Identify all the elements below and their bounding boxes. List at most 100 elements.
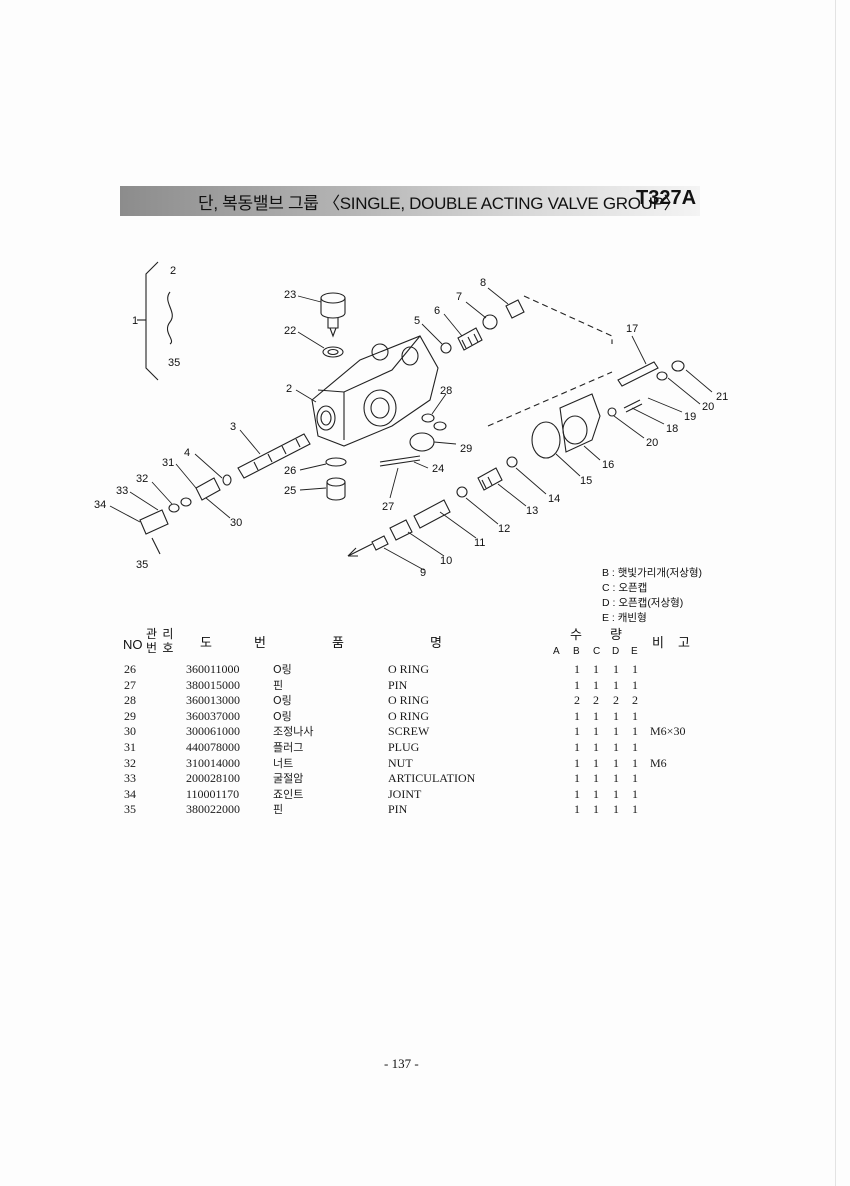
row-qty-d: 1	[613, 662, 619, 676]
row-part-number: 300061000	[186, 724, 240, 739]
row-korean-name: O링	[273, 694, 292, 708]
legend-item: D : 오픈캡(저상형)	[602, 597, 684, 609]
row-qty-b: 1	[574, 708, 580, 723]
row-no: 26	[124, 662, 136, 676]
row-qty-b: 1	[574, 802, 580, 817]
callout-24: 24	[432, 463, 445, 475]
row-no: 35	[124, 802, 136, 817]
diagram-drawing	[109, 261, 713, 571]
callout-8: 8	[480, 277, 487, 289]
row-part-number: 310014000	[186, 755, 240, 770]
row-qty-d: 1	[613, 786, 619, 801]
row-korean-name: 조정나사	[273, 725, 314, 739]
table-row: 31 440078000 플러그 PLUG 1 1 1 1	[0, 740, 850, 756]
row-no: 28	[124, 693, 136, 708]
callout-7: 7	[456, 291, 463, 303]
callout-35b: 35	[136, 559, 149, 571]
row-qty-c: 1	[593, 802, 599, 817]
row-qty-b: 1	[574, 724, 580, 739]
row-qty-c: 1	[593, 786, 599, 801]
callout-3: 3	[230, 421, 237, 433]
callout-34: 34	[94, 499, 107, 511]
callout-1: 1	[132, 315, 139, 327]
row-qty-c: 1	[593, 724, 599, 739]
row-qty-e: 1	[632, 786, 638, 801]
model-legend: B : 햇빛가리개(저상형) C : 오픈캡 D : 오픈캡(저상형) E : …	[602, 566, 702, 626]
row-qty-e: 2	[632, 693, 638, 708]
row-remark: M6×30	[650, 724, 686, 739]
legend-item: E : 캐빈형	[602, 612, 647, 624]
row-part-number: 360037000	[186, 708, 240, 723]
callout-20b: 20	[646, 437, 659, 449]
table-row: 32 310014000 너트 NUT 1 1 1 1 M6	[0, 756, 850, 772]
legend-item: C : 오픈캡	[602, 582, 648, 594]
header-drawing-1: 도	[200, 635, 212, 650]
header-qty-e: E	[631, 646, 638, 657]
callout-31: 31	[162, 457, 175, 469]
row-english-name: PLUG	[388, 739, 420, 754]
row-korean-name: 플러그	[273, 740, 304, 754]
row-no: 30	[124, 724, 136, 739]
callout-28: 28	[440, 385, 453, 397]
callout-26: 26	[284, 465, 297, 477]
row-qty-b: 1	[574, 786, 580, 801]
row-qty-b: 1	[574, 771, 580, 786]
table-row: 28 360013000 O링 O RING 2 2 2 2	[0, 693, 850, 709]
row-part-number: 440078000	[186, 739, 240, 754]
row-part-number: 360011000	[186, 662, 240, 676]
row-qty-d: 1	[613, 739, 619, 754]
callout-5: 5	[414, 315, 421, 327]
row-remark: M6	[650, 755, 667, 770]
row-qty-d: 1	[613, 677, 619, 692]
table-row: 27 380015000 핀 PIN 1 1 1 1	[0, 678, 850, 694]
row-english-name: O RING	[388, 708, 429, 723]
callout-9: 9	[420, 567, 427, 579]
callout-2a: 2	[170, 265, 177, 277]
callout-16: 16	[602, 459, 615, 471]
table-row: 33 200028100 굴절암 ARTICULATION 1 1 1 1	[0, 771, 850, 787]
scan-edge	[835, 0, 836, 1186]
row-qty-c: 2	[593, 693, 599, 708]
section-header-bar	[120, 186, 700, 216]
row-qty-e: 1	[632, 755, 638, 770]
header-qty-d: D	[612, 646, 620, 657]
row-no: 33	[124, 771, 136, 786]
header-name-2: 명	[430, 635, 442, 650]
bracket-line	[145, 261, 159, 381]
callout-23: 23	[284, 289, 297, 301]
row-qty-d: 1	[613, 802, 619, 817]
row-part-number: 380022000	[186, 802, 240, 817]
callout-27: 27	[382, 501, 395, 513]
row-qty-b: 1	[574, 755, 580, 770]
callout-25: 25	[284, 485, 297, 497]
row-qty-b: 2	[574, 693, 580, 708]
table-row: 34 110001170 죠인트 JOINT 1 1 1 1	[0, 787, 850, 803]
row-qty-e: 1	[632, 708, 638, 723]
row-qty-c: 1	[593, 755, 599, 770]
callout-17: 17	[626, 323, 639, 335]
row-english-name: O RING	[388, 662, 429, 676]
callout-19: 19	[684, 411, 697, 423]
callout-32: 32	[136, 473, 149, 485]
row-korean-name: O링	[273, 663, 292, 676]
row-korean-name: 굴절암	[273, 772, 304, 786]
row-qty-e: 1	[632, 802, 638, 817]
callout-15: 15	[580, 475, 593, 487]
callout-18: 18	[666, 423, 679, 435]
row-english-name: PIN	[388, 677, 408, 692]
table-row: 30 300061000 조정나사 SCREW 1 1 1 1 M6×30	[0, 724, 850, 740]
row-part-number: 200028100	[186, 771, 240, 786]
row-qty-d: 1	[613, 724, 619, 739]
row-qty-e: 1	[632, 724, 638, 739]
row-english-name: SCREW	[388, 724, 430, 739]
header-remarks-1: 비	[652, 635, 664, 650]
row-part-number: 380015000	[186, 677, 240, 692]
callout-12: 12	[498, 523, 511, 535]
callout-10: 10	[440, 555, 453, 567]
row-english-name: ARTICULATION	[388, 771, 476, 786]
header-name-1: 품	[332, 635, 344, 650]
row-qty-d: 1	[613, 755, 619, 770]
row-qty-c: 1	[593, 771, 599, 786]
row-korean-name: O링	[273, 709, 292, 723]
section-code: T327A	[636, 187, 697, 209]
